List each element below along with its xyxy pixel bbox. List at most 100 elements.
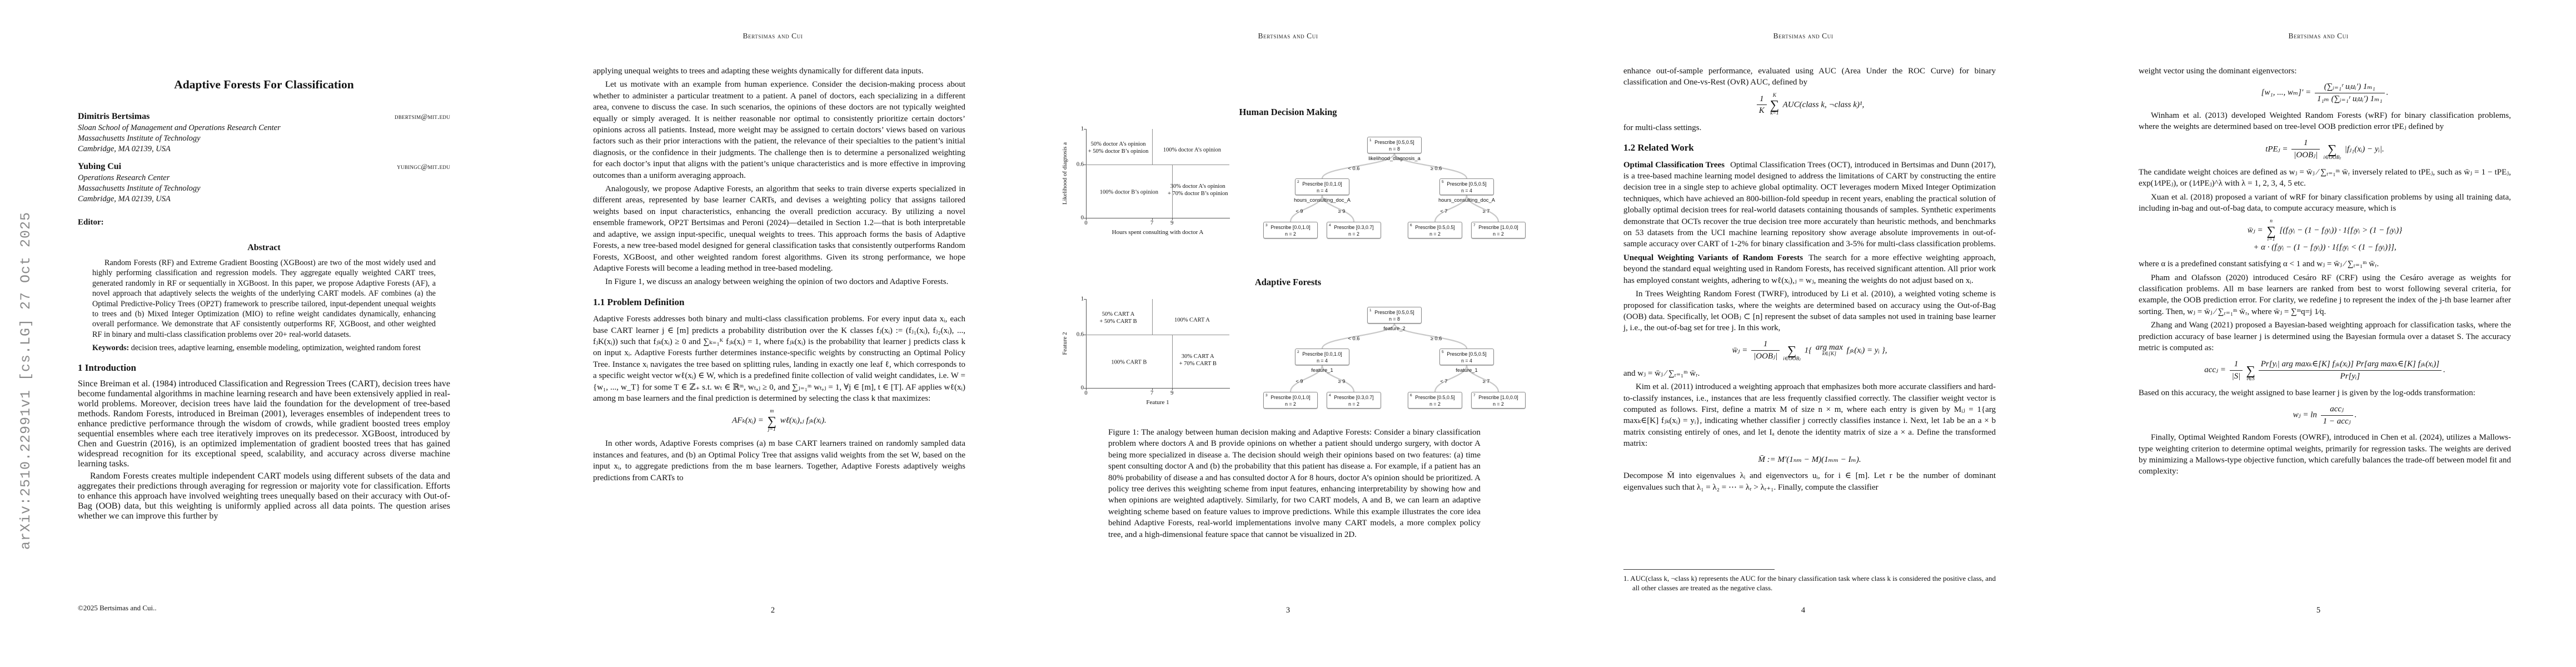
footnote: 1. AUC(class k, ¬class k) represents the… — [1623, 574, 1996, 592]
paragraph: Kim et al. (2011) introduced a weighting… — [1623, 382, 1996, 449]
tick-label: 1 — [1080, 296, 1084, 302]
author-row: Dimitris Bertsimas dbertsim@mit.edu — [78, 112, 450, 122]
split-feature-label: feature_2 — [1383, 326, 1406, 331]
tick-mark — [1084, 129, 1086, 130]
tick-label: 0.6 — [1076, 331, 1084, 338]
branch-condition-label: ≥ 0.6 — [1430, 166, 1442, 171]
formula-text: tPEⱼ = — [2265, 145, 2290, 154]
tree-node-id: 7 — [1473, 223, 1476, 227]
formula-text: w̄ⱼ = — [1732, 346, 1750, 355]
branch-condition-label: < 7 — [1440, 379, 1448, 384]
tree-node-count: n = 2 — [1348, 401, 1359, 407]
author-name: Dimitris Bertsimas — [78, 112, 150, 121]
section-heading: 1.2 Related Work — [1623, 142, 1694, 153]
region-label: 30% CART A + 70% CART B — [1179, 354, 1217, 367]
paragraph: Let us motivate with an example from hum… — [593, 80, 965, 180]
tick-label: 0 — [1080, 215, 1084, 221]
formula-text: . — [2386, 88, 2389, 98]
tree-node-id: 6 — [1410, 223, 1412, 227]
tick-label: 7 — [1150, 220, 1154, 226]
section-heading: 1.1 Problem Definition — [593, 296, 685, 307]
figure-row-title: Adaptive Forests — [1254, 277, 1322, 287]
tree-node-prescription: Prescribe [0.0,1.0] — [1270, 225, 1311, 230]
region-label: 30% doctor A’s opinion + 70% doctor B’s … — [1167, 183, 1228, 197]
paragraph: In other words, Adaptive Forests compris… — [593, 439, 965, 482]
sigma-symbol: ∑ — [2266, 223, 2276, 238]
keywords-line: Keywords: decision trees, adaptive learn… — [92, 343, 436, 353]
fraction-denominator: Pr[yᵢ] — [2340, 371, 2360, 381]
paragraph: applying unequal weights to trees and ad… — [593, 67, 924, 76]
author-block-1: Dimitris Bertsimas dbertsim@mit.edu Sloa… — [78, 112, 450, 155]
tree-node-prescription: Prescribe [0.0,1.0] — [1270, 395, 1311, 400]
summation: m∑j=1 — [768, 409, 776, 432]
running-header: Bertsimas and Cui — [1773, 32, 1833, 40]
author-email: dbertsim@mit.edu — [395, 112, 450, 121]
tree-node-prescription: Prescribe [0.5,0.5] — [1415, 395, 1455, 400]
paragraph-lead-label: Optimal Classification Trees — [1623, 160, 1725, 170]
tick-mark — [1172, 388, 1173, 390]
region-label: 50% CART A + 50% CART B — [1099, 311, 1137, 325]
formula-text: wℓ(xᵢ),ⱼ fⱼₖ(xᵢ). — [778, 416, 826, 425]
tree-node-count: n = 2 — [1429, 231, 1441, 237]
formula-text: . — [2443, 365, 2445, 375]
region-label: 100% doctor A’s opinion — [1163, 147, 1221, 153]
split-feature-label: likelihood_diagnosis_a — [1368, 156, 1421, 161]
fraction-numerator: 1 — [1751, 339, 1780, 351]
tree-node-id: 3 — [1265, 394, 1268, 397]
tick-mark — [1084, 299, 1086, 300]
formula-text: |fⱼ₁(xᵢ) − yᵢ|. — [2343, 145, 2384, 154]
tree-node-count: n = 2 — [1429, 401, 1441, 407]
paragraph: The candidate weight choices are defined… — [2139, 167, 2511, 188]
page-number: 5 — [2316, 606, 2321, 615]
paper-title: Adaptive Forests For Classification — [174, 78, 354, 91]
tree-node-id: 1 — [1369, 138, 1372, 142]
summation: n∑i=1 — [2266, 219, 2275, 242]
page-number: 2 — [770, 606, 775, 615]
region-label: 50% doctor A’s opinion + 50% doctor B’s … — [1088, 141, 1149, 155]
title-page-content: Adaptive Forests For Classification Dimi… — [78, 78, 450, 524]
footnote-rule — [1623, 569, 1775, 570]
author-block-2: Yubing Cui yubingc@mit.edu Operations Re… — [78, 162, 450, 205]
partition-line-x7 — [1152, 129, 1153, 165]
tree-connectors — [1289, 323, 1499, 392]
tree-connectors — [1289, 153, 1499, 222]
sum-lower-limit: j=1 — [768, 426, 776, 432]
author-affiliation: Cambridge, MA 02139, USA — [78, 145, 171, 153]
region-label: 100% doctor B’s opinion — [1099, 189, 1159, 196]
x-axis-label: Feature 1 — [1146, 399, 1169, 406]
tree-node-prescription: Prescribe [0.5,0.5] — [1374, 310, 1414, 315]
paragraph: Unequal Weighting Variants of Random For… — [1623, 253, 1996, 285]
formula-text: AFₖ(xᵢ) = — [732, 416, 766, 425]
tree-node-prescription: Prescribe [0.0,1.0] — [1302, 351, 1342, 357]
fraction-numerator: Pr[yᵢ| arg maxₖ∈[K] fⱼₖ(xᵢ)] Pr[arg maxₖ… — [2258, 359, 2442, 371]
fraction-denominator: |OOBⱼ| — [1753, 352, 1778, 361]
tree-node-count: n = 2 — [1493, 231, 1504, 237]
formula-text: M̄ := M′(1ₙₘ − M)(1ₘₘ − Iₘ). — [1758, 455, 1861, 464]
fraction-denominator: K — [1758, 106, 1765, 116]
page-1: arXiv:2510.22991v1 [cs.LG] 27 Oct 2025 A… — [0, 0, 515, 667]
tree-node-prescription: Prescribe [0.3,0.7] — [1334, 225, 1374, 230]
formula-text: [w₁, ..., wₘ]′ = — [2261, 88, 2313, 98]
tree-node-id: 2 — [1297, 180, 1299, 184]
partition-line-x9 — [1172, 335, 1173, 388]
paragraph: Adaptive Forests addresses both binary a… — [593, 315, 965, 403]
paragraph: enhance out-of-sample performance, evalu… — [1623, 67, 1996, 87]
tick-mark — [1172, 218, 1173, 220]
branch-condition-label: < 0.6 — [1348, 336, 1360, 341]
tree-node-count: n = 2 — [1285, 401, 1296, 407]
tree-node-id: 6 — [1410, 394, 1412, 397]
tree-node-prescription: Prescribe [0.5,0.5] — [1374, 140, 1414, 145]
paragraph: In Figure 1, we discuss an analogy betwe… — [605, 277, 949, 287]
tree-node-prescription: Prescribe [0.0,1.0] — [1302, 181, 1342, 187]
author-email: yubingc@mit.edu — [397, 162, 450, 171]
summation: K∑k=1 — [1770, 93, 1779, 117]
tree-node-id: 4 — [1329, 223, 1331, 227]
tree-node-count: n = 4 — [1461, 358, 1472, 364]
